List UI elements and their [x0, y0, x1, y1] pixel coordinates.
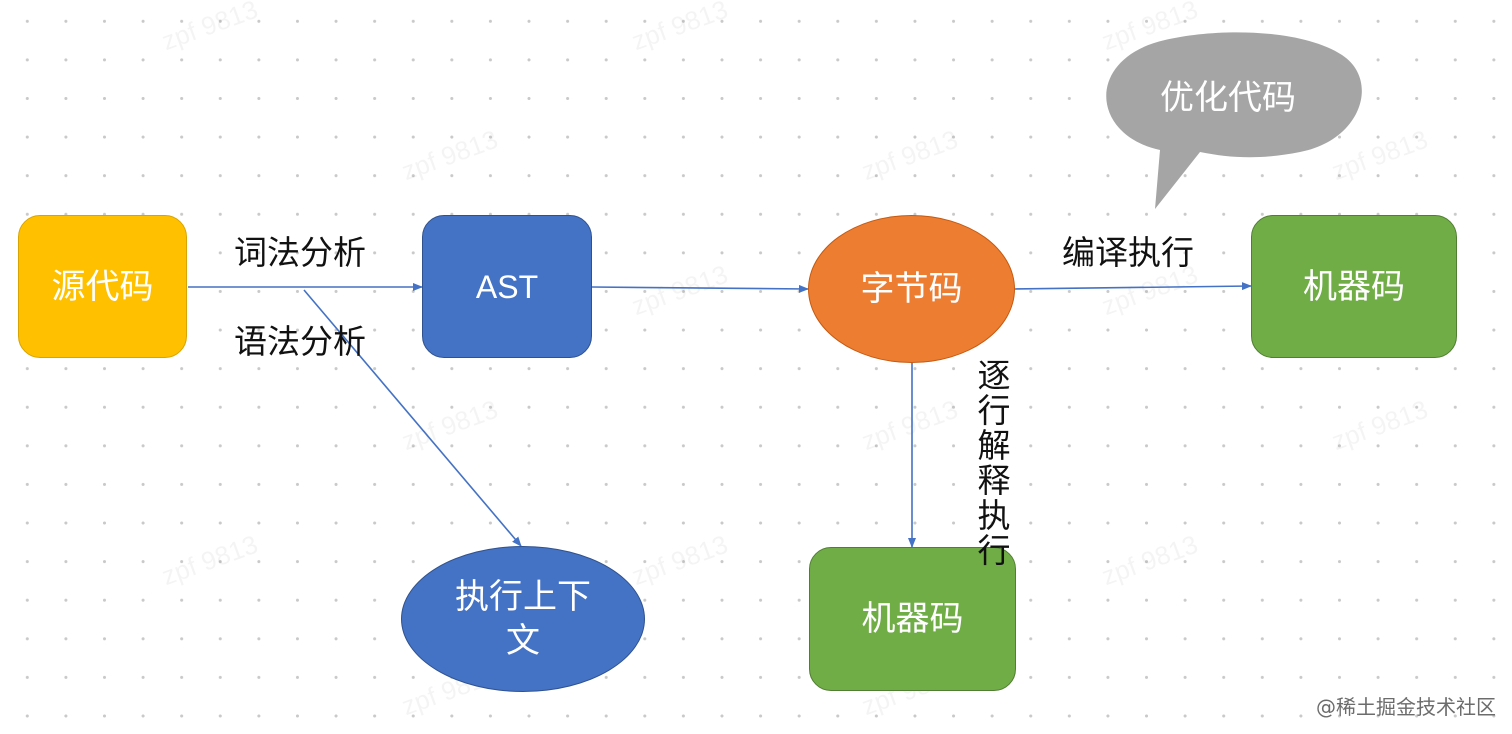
- optimize-bubble-shape: [1106, 32, 1362, 209]
- machine-code-right-label: 机器码: [1303, 266, 1405, 307]
- edge-analysis-to-context: [303, 289, 522, 547]
- machine-code-right-node: 机器码: [1251, 215, 1457, 358]
- machine-code-bottom-label: 机器码: [861, 599, 964, 639]
- footer-credit: @稀土掘金技术社区: [1316, 695, 1496, 719]
- edge-bytecode-to-machine-right: [1014, 282, 1252, 291]
- edge-ast-to-bytecode: [591, 284, 809, 293]
- execution-context-node: 执行上下文: [401, 546, 645, 692]
- source-code-node: 源代码: [18, 215, 187, 358]
- interpret-line-by-line-label: 逐行解释执行: [977, 356, 1011, 570]
- source-code-label: 源代码: [51, 266, 154, 307]
- ast-node: AST: [422, 215, 592, 358]
- machine-code-bottom-node: 机器码: [809, 547, 1016, 691]
- lexical-analysis-label: 词法分析: [234, 233, 366, 272]
- ast-label: AST: [475, 268, 539, 305]
- optimize-bubble-label: 优化代码: [1160, 78, 1296, 118]
- syntax-analysis-label: 语法分析: [234, 322, 366, 361]
- bytecode-node: 字节码: [808, 215, 1015, 363]
- bytecode-label: 字节码: [860, 269, 963, 309]
- compile-execute-label: 编译执行: [1062, 233, 1194, 272]
- execution-context-label: 执行上下文: [455, 577, 591, 661]
